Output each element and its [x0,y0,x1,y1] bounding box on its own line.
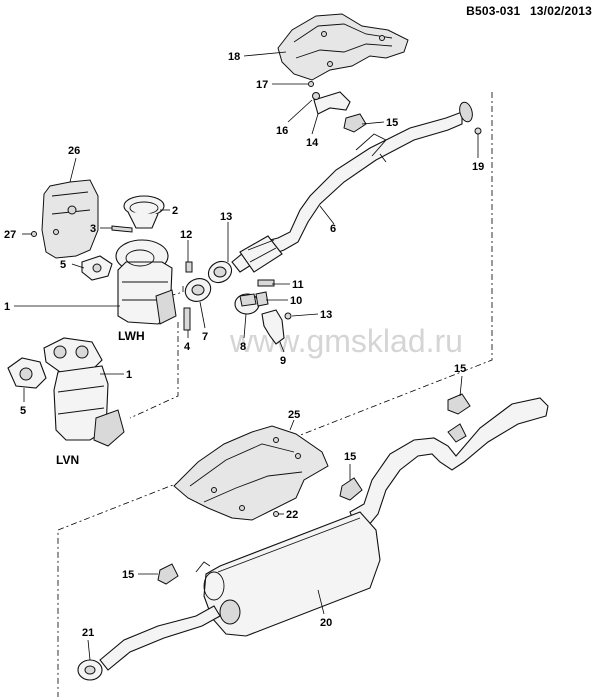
callout-5-upper: 5 [60,259,66,271]
part-12-bolt [185,261,193,273]
leader-lines [14,51,479,661]
callout-26: 26 [68,145,80,157]
callout-13-upper: 13 [220,211,232,223]
part-15-rubber-hanger-rear [447,393,471,415]
part-26-catalyst-heat-shield [41,179,99,259]
part-2-clamp [123,195,165,229]
callout-19: 19 [472,161,484,173]
diagram-date: 13/02/2013 [529,4,592,18]
callout-9: 9 [280,355,286,367]
callout-15-upper: 15 [386,117,398,129]
callout-7: 7 [202,331,208,343]
part-21-gasket [77,659,103,681]
diagram-code: B503-031 [466,4,521,18]
part-27-bolt [31,231,37,237]
part-5-gasket-lower [7,357,47,389]
callout-16: 16 [276,125,288,137]
part-9-bracket [261,309,285,345]
callout-15-mid: 15 [344,451,356,463]
callout-11: 11 [292,279,304,291]
part-7-gasket [184,278,212,302]
callout-13-lower: 13 [320,309,332,321]
callout-4: 4 [184,341,191,353]
callout-1-upper: 1 [4,301,10,313]
diagram-header: B503-031 13/02/2013 [460,4,592,18]
part-11-bolt [257,279,275,287]
part-18-heat-shield [277,13,409,81]
callout-15-rear: 15 [454,363,466,375]
callout-25: 25 [288,409,300,421]
part-20-muffler [99,397,549,671]
part-14-bracket [308,81,351,115]
callout-2: 2 [172,205,178,217]
part-6-front-pipe [231,101,473,273]
callout-20: 20 [320,617,332,629]
part-8-sensor-cap [234,293,260,315]
part-13-nut-lower [284,312,292,320]
callout-27: 27 [4,229,16,241]
callout-8: 8 [240,341,246,353]
part-1-catalytic-converter-lvn [43,337,125,447]
part-4-stud [183,307,191,331]
callout-5-lower: 5 [20,405,26,417]
callout-22: 22 [286,509,298,521]
engine-label-lvn: LVN [56,453,79,467]
callout-12: 12 [180,229,192,241]
callout-3: 3 [90,223,96,235]
part-15-rubber-hanger-upper [343,113,367,133]
part-13-gasket-upper [207,260,233,284]
callout-1-lower: 1 [126,369,132,381]
part-19-nut [474,127,482,135]
callout-21: 21 [82,627,94,639]
callout-10: 10 [290,295,302,307]
engine-label-lwh: LWH [118,329,145,343]
callout-14: 14 [306,137,319,149]
part-5-gasket-upper [81,255,113,281]
part-15-rubber-hanger-mid [339,477,363,501]
callout-6: 6 [330,223,336,235]
part-25-underbody-heat-shield [173,425,329,521]
part-10-clip [255,291,269,307]
part-15-rubber-hanger-front [157,563,179,585]
part-1-catalytic-converter-lwh [115,239,177,325]
callout-15-front: 15 [122,569,134,581]
callout-17: 17 [256,79,268,91]
callout-numbers: 18 17 16 14 15 19 26 2 3 27 13 6 12 5 11… [4,51,484,639]
watermark: www.gmsklad.ru [229,323,463,359]
part-3-bolt [111,225,133,233]
part-22-nut [273,511,279,517]
callout-18: 18 [228,51,240,63]
